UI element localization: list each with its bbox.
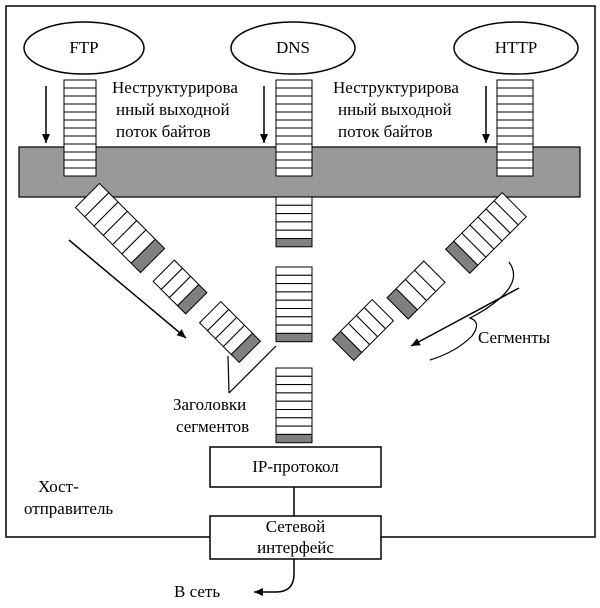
ftp-stream bbox=[63, 79, 97, 177]
ip-bound-segment bbox=[275, 367, 313, 444]
stream-label-left-line-2: нный выходной bbox=[116, 100, 230, 119]
stream-label-right-line-3: поток байтов bbox=[338, 122, 433, 141]
right-segment-2 bbox=[386, 260, 446, 320]
stream-label-right-line-1: Неструктурирова bbox=[333, 78, 459, 97]
left-segment-2 bbox=[152, 259, 208, 315]
host-label-line-1: Хост- bbox=[38, 477, 79, 496]
http-stream bbox=[496, 79, 534, 177]
app-label-ftp: FTP bbox=[69, 38, 99, 57]
app-label-dns: DNS bbox=[275, 38, 310, 57]
stream-label-left-line-1: Неструктурирова bbox=[112, 78, 238, 97]
byte-streams bbox=[63, 79, 534, 444]
stream-label-right-line-2: нный выходной bbox=[338, 100, 452, 119]
headers-label-line-2: сегментов bbox=[176, 417, 250, 436]
http-ellipse bbox=[453, 21, 579, 75]
stream-label-left-line-3: поток байтов bbox=[116, 122, 211, 141]
header-pointer-right bbox=[228, 345, 277, 394]
right-segment-3 bbox=[331, 298, 395, 362]
netif-box bbox=[209, 515, 382, 560]
dns-stream bbox=[275, 79, 313, 177]
dns-ellipse bbox=[230, 21, 356, 75]
output-arrow bbox=[254, 559, 295, 596]
output-label: В сеть bbox=[174, 582, 221, 601]
left-segment-3 bbox=[198, 300, 262, 364]
segments-label: Сегменты bbox=[478, 328, 551, 347]
header-pointer-left bbox=[227, 355, 230, 394]
netif-label-line-2: интерфейс bbox=[257, 538, 334, 557]
headers-label-line-1: Заголовки bbox=[173, 395, 247, 414]
netif-label-line-1: Сетевой bbox=[265, 517, 326, 536]
app-label-http: HTTP bbox=[494, 38, 538, 57]
ip-box bbox=[209, 446, 382, 488]
segments-group bbox=[74, 182, 528, 364]
dns-segment-1 bbox=[275, 196, 313, 248]
ip-label: IP-протокол bbox=[252, 457, 339, 476]
right-segment-1 bbox=[444, 191, 528, 275]
host-label-line-2: отправитель bbox=[24, 499, 114, 518]
left-segment-1 bbox=[74, 182, 166, 274]
left-diagonal-arrow bbox=[68, 239, 187, 339]
dns-segment-2 bbox=[275, 266, 313, 343]
ftp-ellipse bbox=[23, 21, 145, 75]
segments-brace bbox=[429, 261, 515, 361]
